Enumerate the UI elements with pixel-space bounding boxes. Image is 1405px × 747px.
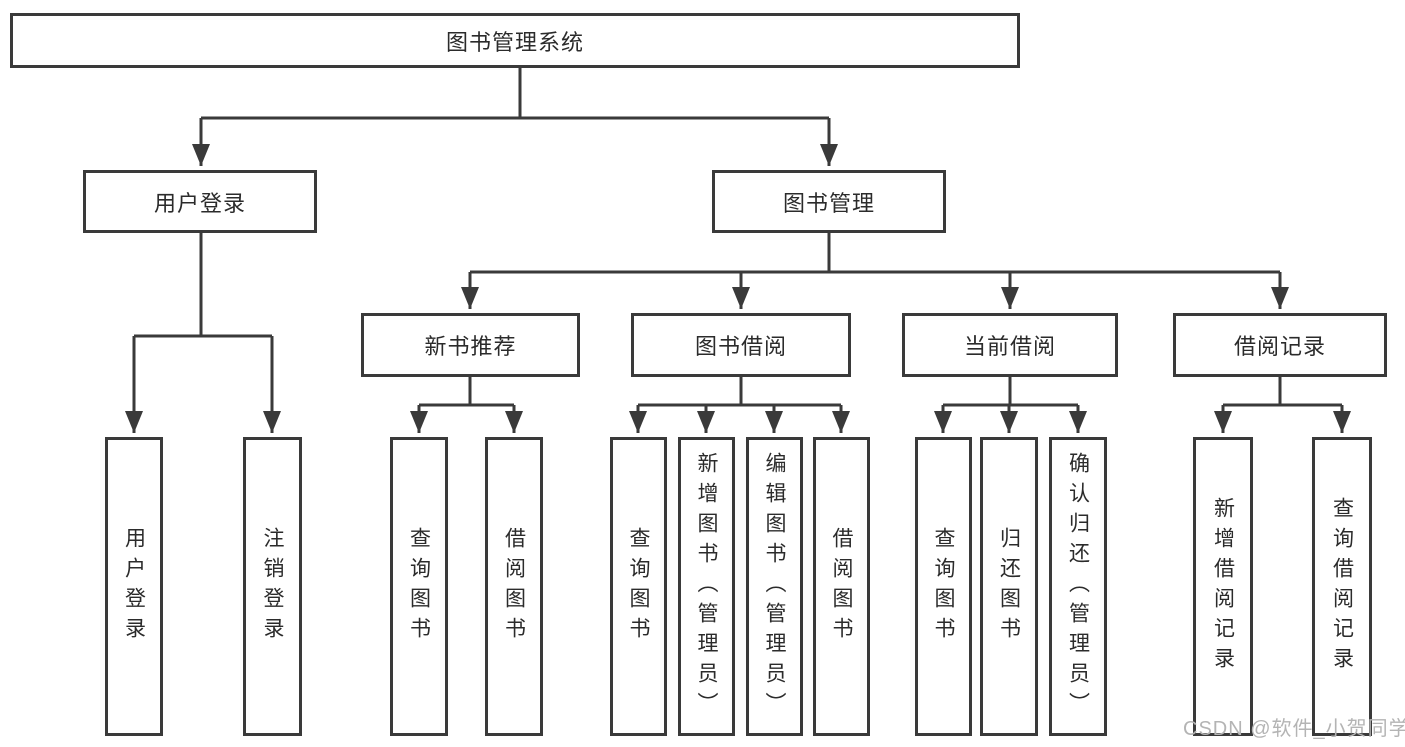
leaf-label: 借阅图书	[830, 526, 853, 647]
leaf-borrow-books-borrowing: 借阅图书	[813, 437, 870, 736]
leaf-label: 注销登录	[261, 526, 284, 647]
leaf-label: 编辑图书（管理员）	[763, 451, 786, 722]
leaf-label: 查询图书	[932, 526, 955, 647]
leaf-borrow-books-recommend: 借阅图书	[485, 437, 543, 736]
leaf-query-books-current: 查询图书	[915, 437, 972, 736]
leaf-edit-books-admin: 编辑图书（管理员）	[746, 437, 803, 736]
leaf-label: 新增图书（管理员）	[695, 451, 718, 722]
leaf-query-books-recommend: 查询图书	[390, 437, 448, 736]
leaf-label: 借阅图书	[502, 526, 526, 647]
leaf-label: 新增借阅记录	[1211, 496, 1235, 677]
node-borrowing-records: 借阅记录	[1173, 313, 1387, 377]
leaf-confirm-return-admin: 确认归还（管理员）	[1049, 437, 1107, 736]
leaf-label: 查询图书	[407, 526, 431, 647]
leaf-label: 查询图书	[627, 526, 650, 647]
leaf-add-books-admin: 新增图书（管理员）	[678, 437, 735, 736]
node-new-book-recommend: 新书推荐	[361, 313, 580, 377]
leaf-logout: 注销登录	[243, 437, 302, 736]
node-book-borrowing: 图书借阅	[631, 313, 851, 377]
leaf-label: 用户登录	[122, 526, 146, 647]
leaf-query-books-borrowing: 查询图书	[610, 437, 667, 736]
node-current-borrowing: 当前借阅	[902, 313, 1118, 377]
leaf-query-borrow-record: 查询借阅记录	[1312, 437, 1372, 736]
leaf-user-login: 用户登录	[105, 437, 163, 736]
node-user-login: 用户登录	[83, 170, 317, 233]
csdn-watermark: CSDN @软件_小贺同学	[1183, 718, 1405, 740]
node-library-system: 图书管理系统	[10, 13, 1020, 68]
leaf-add-borrow-record: 新增借阅记录	[1193, 437, 1253, 736]
leaf-label: 确认归还（管理员）	[1066, 451, 1090, 722]
leaf-return-books: 归还图书	[980, 437, 1038, 736]
leaf-label: 归还图书	[997, 526, 1021, 647]
node-book-management: 图书管理	[712, 170, 946, 233]
leaf-label: 查询借阅记录	[1330, 496, 1354, 677]
